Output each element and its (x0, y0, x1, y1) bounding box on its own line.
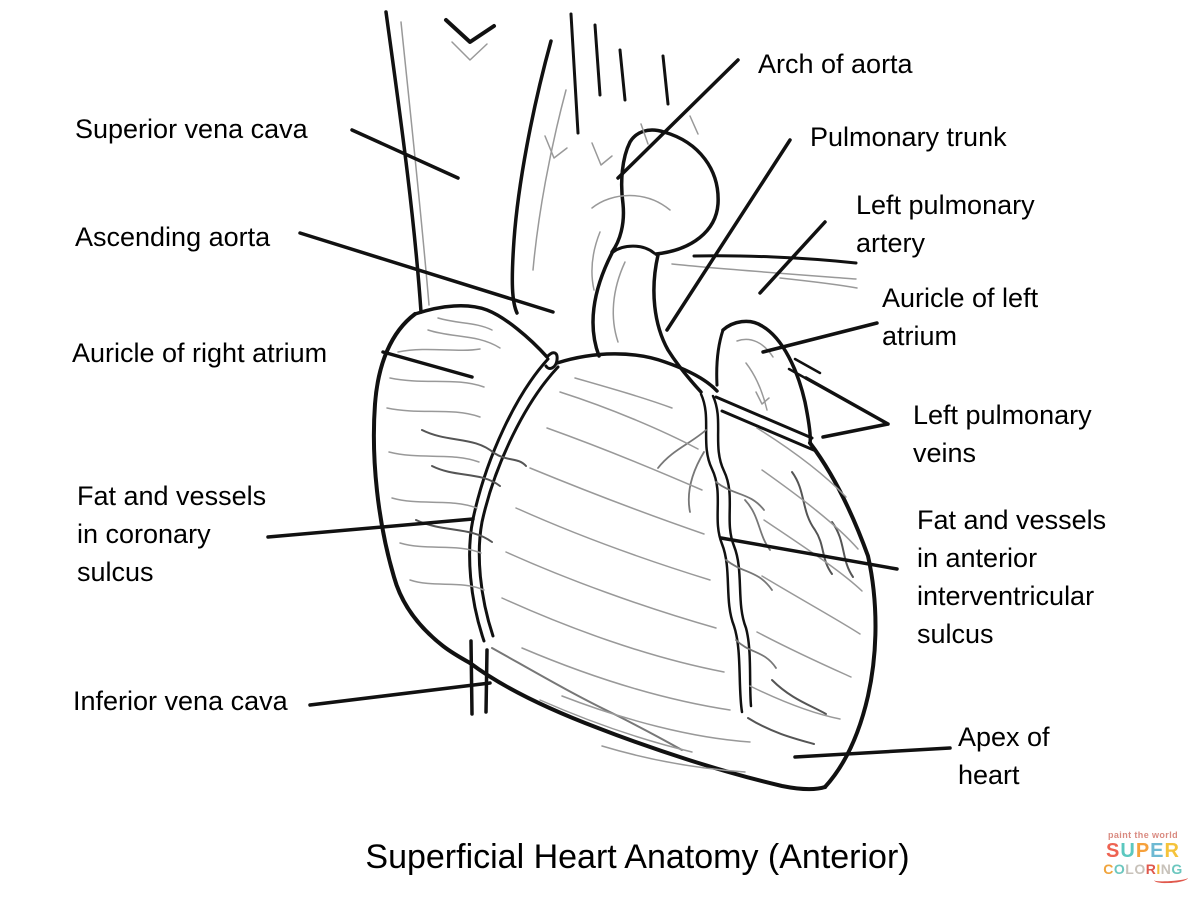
leader-ascending-aorta (298, 231, 555, 314)
muscle-texture (386, 317, 863, 773)
label-apex-of-heart: Apex of heart (958, 722, 1050, 790)
leader-apex-of-heart (793, 746, 952, 759)
leader-inferior-vena-cava (308, 681, 492, 707)
label-auricle-left-atrium: Auricle of left atrium (882, 283, 1039, 351)
label-fat-coronary-sulcus: Fat and vessels in coronary sulcus (77, 481, 267, 587)
leader-pulmonary-trunk (665, 138, 792, 332)
leader-lines (266, 58, 952, 759)
pulmonary-trunk-vessel (591, 251, 858, 394)
label-left-pulmonary-veins: Left pulmonary veins (913, 400, 1092, 468)
page-title: Superficial Heart Anatomy (Anterior) (365, 838, 910, 876)
leader-left-pulmonary-veins (804, 376, 890, 439)
leader-auricle-left-atrium (761, 321, 879, 354)
supercoloring-logo: paint the world SUPER COLORING (1092, 830, 1194, 885)
leader-superior-vena-cava (350, 128, 460, 180)
leader-arch-of-aorta (616, 58, 740, 180)
label-arch-of-aorta: Arch of aorta (758, 49, 913, 79)
logo-tagline: paint the world (1108, 830, 1178, 840)
label-superior-vena-cava: Superior vena cava (75, 114, 308, 144)
leader-auricle-right-atrium (381, 350, 474, 379)
label-ascending-aorta: Ascending aorta (75, 222, 271, 252)
label-inferior-vena-cava: Inferior vena cava (73, 686, 288, 716)
label-pulmonary-trunk: Pulmonary trunk (810, 122, 1007, 152)
label-left-pulmonary-artery: Left pulmonary artery (856, 190, 1035, 258)
sulci-vessels (415, 357, 854, 751)
superior-vena-cava-vessel (384, 10, 567, 315)
logo-word-super: SUPER (1106, 840, 1180, 862)
leader-left-pulmonary-artery (758, 220, 827, 295)
logo-word-coloring: COLORING (1103, 861, 1183, 877)
leader-fat-coronary-sulcus (266, 517, 475, 539)
label-fat-anterior-interventricular: Fat and vessels in anterior interventric… (917, 505, 1107, 649)
leader-fat-anterior-interventricular (719, 536, 899, 571)
aortic-arch-vessel (544, 12, 720, 291)
label-auricle-right-atrium: Auricle of right atrium (72, 338, 328, 368)
logo-swoosh (1153, 873, 1189, 885)
heart-body-outline (371, 304, 878, 792)
